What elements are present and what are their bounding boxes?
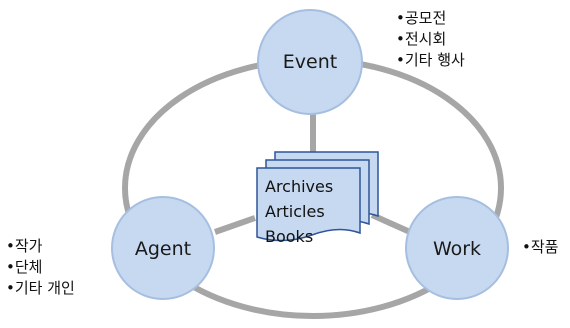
spoke-agent (214, 215, 256, 235)
event-bullet-item: 공모전 (396, 8, 465, 29)
work-node-circle (405, 196, 509, 300)
event-bullet-list: 공모전 전시회 기타 행사 (396, 8, 465, 71)
work-label: Work (432, 238, 482, 260)
agent-node-circle (111, 196, 215, 300)
work-bullet-list: 작품 (522, 237, 559, 258)
event-node-circle (257, 9, 363, 115)
event-bullet-item: 전시회 (396, 29, 465, 50)
document-stack-icon (256, 151, 379, 242)
agent-bullet-item: 작가 (6, 236, 75, 257)
agent-bullet-item: 단체 (6, 257, 75, 278)
document-line-books: Books (265, 227, 314, 246)
event-bullet-item: 기타 행사 (396, 50, 465, 71)
agent-label: Agent (134, 238, 192, 260)
agent-bullet-list: 작가 단체 기타 개인 (6, 236, 75, 299)
agent-bullet-item: 기타 개인 (6, 278, 75, 299)
event-label: Event (282, 51, 338, 73)
document-list: Archives Articles Books (265, 174, 333, 249)
document-line-archives: Archives (265, 177, 334, 196)
work-bullet-item: 작품 (522, 237, 559, 258)
document-line-articles: Articles (265, 202, 325, 221)
spoke-work (370, 212, 412, 235)
